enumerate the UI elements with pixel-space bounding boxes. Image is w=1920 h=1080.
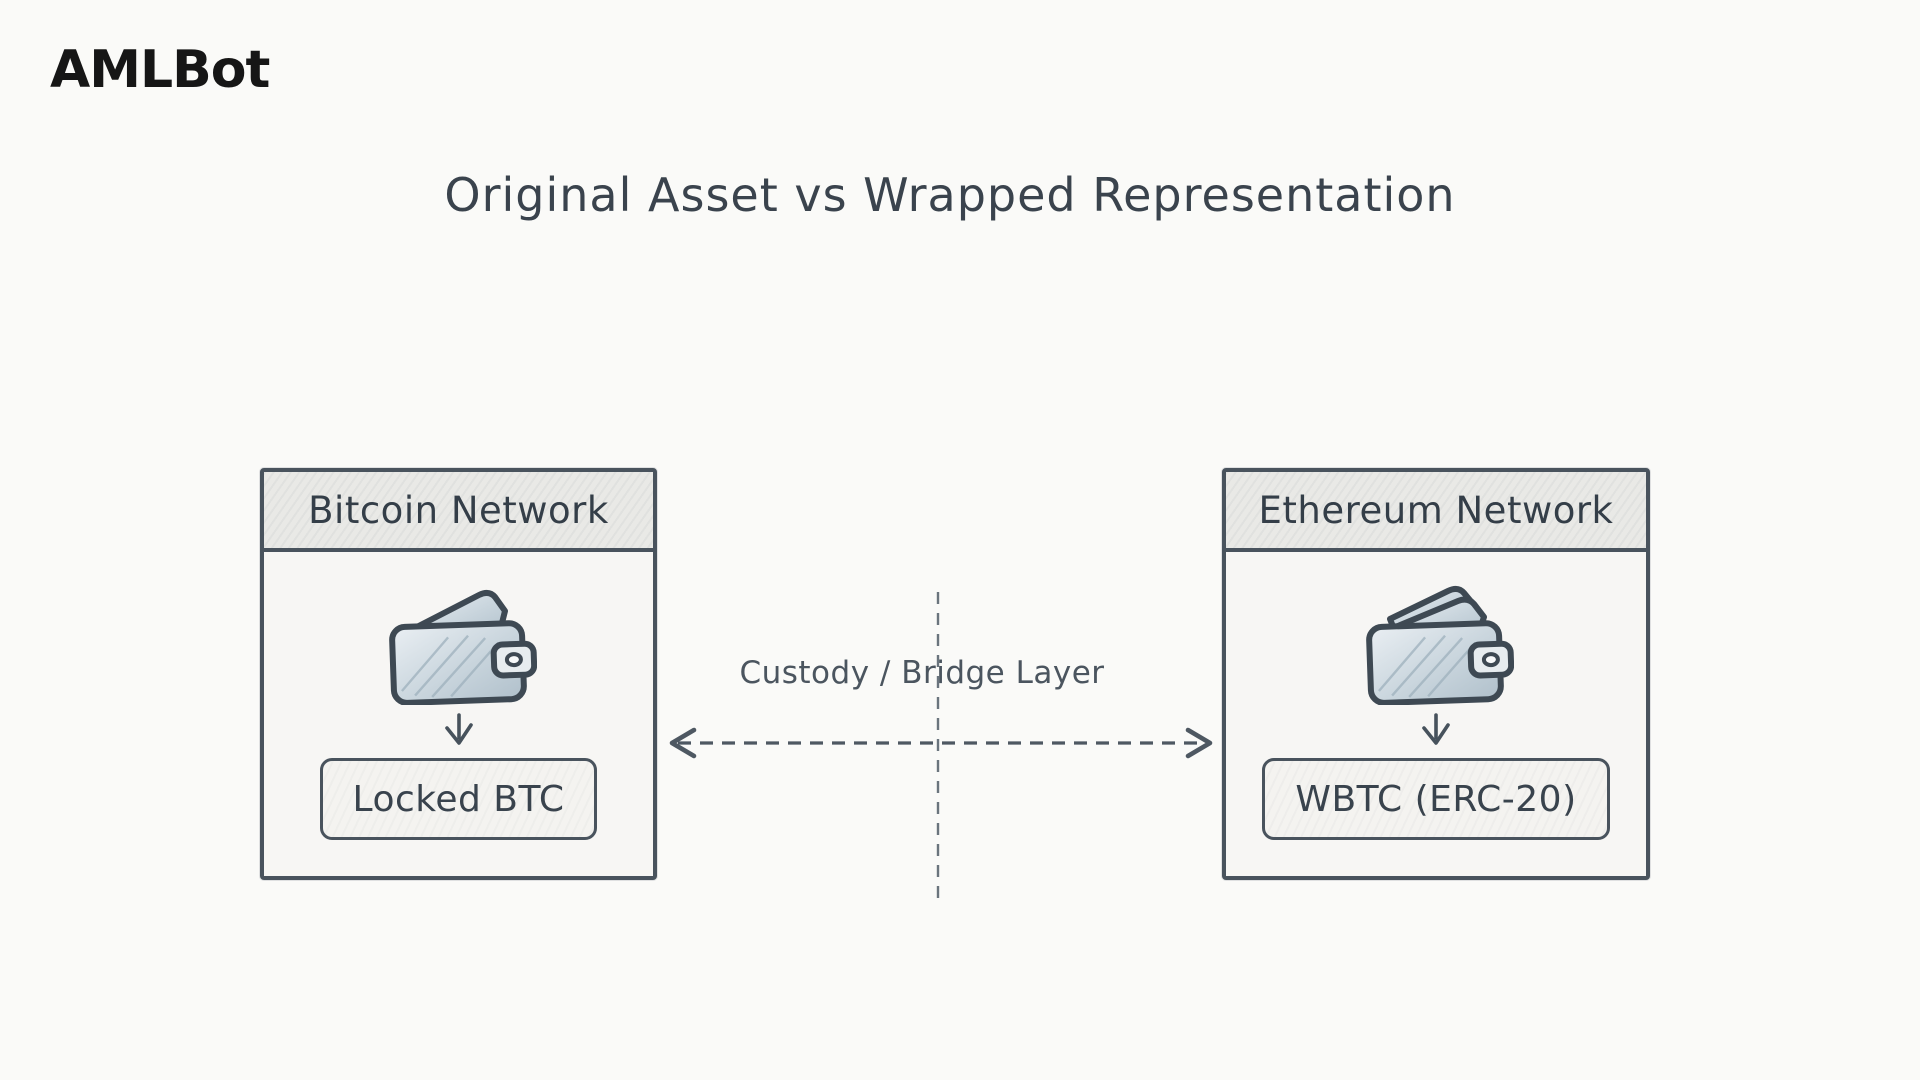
ethereum-network-body: WBTC (ERC-20) (1226, 552, 1646, 876)
ethereum-network-box: Ethereum Network (1222, 468, 1650, 880)
vertical-dashed-divider (936, 592, 940, 908)
bridge-layer-label: Custody / Bridge Layer (739, 655, 1105, 691)
down-arrow-icon (438, 712, 480, 750)
bitcoin-network-header: Bitcoin Network (264, 472, 653, 552)
wallet-icon (1358, 580, 1514, 705)
down-arrow-icon (1415, 712, 1457, 750)
ethereum-network-header: Ethereum Network (1226, 472, 1646, 552)
locked-btc-label: Locked BTC (319, 758, 598, 840)
bitcoin-network-body: Locked BTC (264, 552, 653, 876)
wallet-icon (381, 580, 537, 705)
wbtc-erc20-label: WBTC (ERC-20) (1262, 758, 1610, 840)
page-title: Original Asset vs Wrapped Representation (444, 168, 1456, 222)
bitcoin-network-box: Bitcoin Network (260, 468, 657, 880)
double-headed-dashed-arrow-icon (660, 723, 1222, 767)
amlbot-logo: AMLBot (50, 40, 270, 100)
